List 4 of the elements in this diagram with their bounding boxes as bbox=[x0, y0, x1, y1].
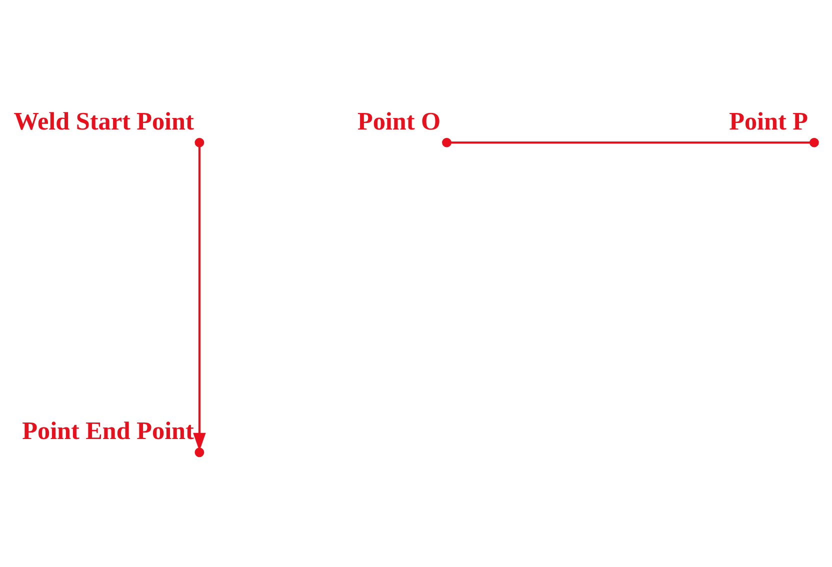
node-label: Point P bbox=[729, 108, 808, 136]
node-label: Point O bbox=[357, 108, 441, 136]
node-label: Weld Start Point bbox=[14, 108, 194, 136]
node-label: Point End Point bbox=[22, 418, 194, 446]
